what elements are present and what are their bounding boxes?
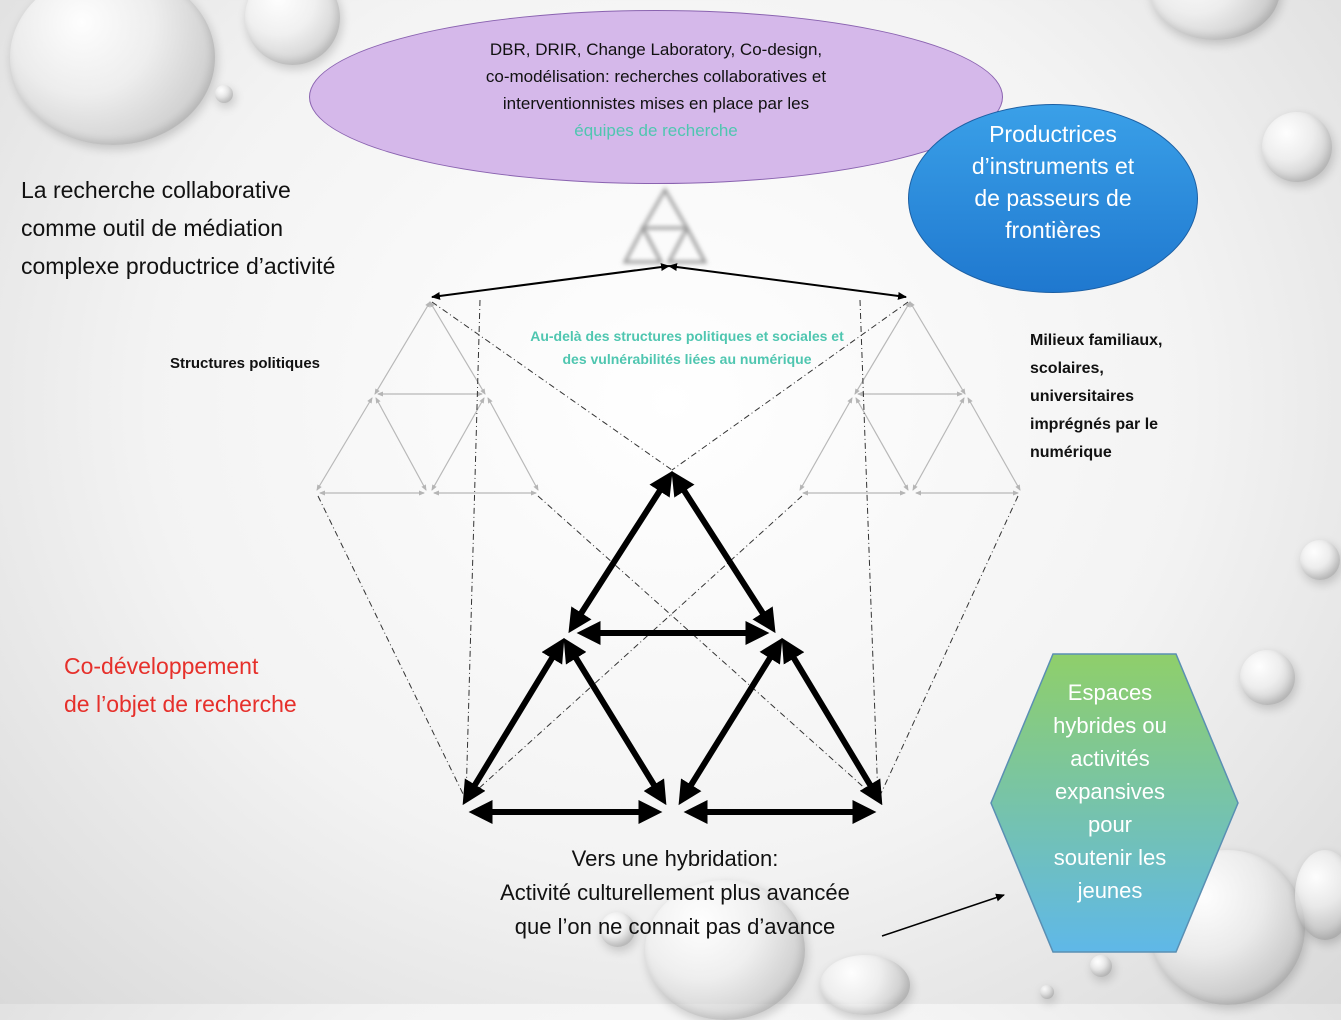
producers-oval <box>908 104 1198 293</box>
producers-text: Productrices d’instruments et de passeur… <box>930 118 1176 246</box>
hybridization-text: Vers une hybridation: Activité culturell… <box>430 842 920 944</box>
environments-line: scolaires, <box>1030 360 1104 377</box>
oval-accent-line: équipes de recherche <box>574 121 738 140</box>
producers-line: frontières <box>1005 217 1101 243</box>
research-teams-oval <box>309 10 1003 184</box>
hex-line: activités <box>1070 746 1150 771</box>
water-drop-decoration <box>1090 955 1112 977</box>
main-triangle-system <box>462 470 883 824</box>
hybridization-line: Vers une hybridation: <box>571 846 779 871</box>
water-drop-decoration <box>1300 540 1340 580</box>
hybridization-line: que l’on ne connait pas d’avance <box>514 914 836 939</box>
collaborative-research-title: La recherche collaborative comme outil d… <box>21 171 461 285</box>
producers-line: de passeurs de <box>974 185 1132 211</box>
water-drop-decoration <box>1040 985 1054 999</box>
water-drop-decoration <box>600 912 635 947</box>
hybrid-spaces-text: Espaces hybrides ou activités expansives… <box>1040 676 1180 907</box>
environments-line: numérique <box>1030 444 1112 461</box>
right-grey-triangle-system <box>799 301 1021 496</box>
oval-line: DBR, DRIR, Change Laboratory, Co-design, <box>489 40 823 59</box>
hex-line: pour <box>1087 812 1133 837</box>
title-line: comme outil de médiation <box>21 215 284 241</box>
producers-line: Productrices <box>989 121 1117 147</box>
water-drop-decoration <box>1240 650 1295 705</box>
hybridization-line: Activité culturellement plus avancée <box>500 880 850 905</box>
link-arrow-right <box>668 263 907 300</box>
link-arrow-left <box>431 263 670 300</box>
water-drop-decoration <box>215 85 233 103</box>
hex-line: soutenir les <box>1053 845 1167 870</box>
environments-line: imprégnés par le <box>1030 416 1159 433</box>
caption-line: des vulnérabilités liées au numérique <box>562 351 812 367</box>
oval-line: interventionnistes mises en place par le… <box>502 94 810 113</box>
title-line: complexe productrice d’activité <box>21 253 336 279</box>
projection-lines <box>317 299 1019 801</box>
water-drop-decoration <box>1262 112 1332 182</box>
caption-line: Au-delà des structures politiques et soc… <box>530 328 844 344</box>
environments-line: Milieux familiaux, <box>1030 332 1163 349</box>
producers-line: d’instruments et <box>971 153 1135 179</box>
hexagon-shape <box>990 653 1239 953</box>
water-drop-decoration <box>1295 850 1341 940</box>
environments-line: universitaires <box>1030 388 1135 405</box>
hex-line: hybrides ou <box>1053 713 1167 738</box>
hex-line: expansives <box>1054 779 1166 804</box>
water-drop-decoration <box>645 880 805 1020</box>
hex-line: jeunes <box>1077 878 1143 903</box>
political-structures-label: Structures politiques <box>170 355 321 372</box>
title-line: La recherche collaborative <box>21 177 291 203</box>
water-drop-decoration <box>10 0 215 145</box>
left-grey-triangle-system <box>316 301 539 496</box>
oval-text: DBR, DRIR, Change Laboratory, Co-design,… <box>380 36 932 144</box>
beyond-structures-caption: Au-delà des structures politiques et soc… <box>462 325 912 371</box>
co-development-label: Co-développement de l’objet de recherche <box>64 647 297 723</box>
oval-line: co-modélisation: recherches collaborativ… <box>485 67 827 86</box>
environments-label: Milieux familiaux, scolaires, universita… <box>1030 327 1240 467</box>
hex-line: Espaces <box>1067 680 1153 705</box>
small-triangle-icon <box>622 187 708 264</box>
codev-line: de l’objet de recherche <box>64 691 297 717</box>
pointer-arrow <box>881 893 1005 937</box>
codev-line: Co-développement <box>64 653 259 679</box>
